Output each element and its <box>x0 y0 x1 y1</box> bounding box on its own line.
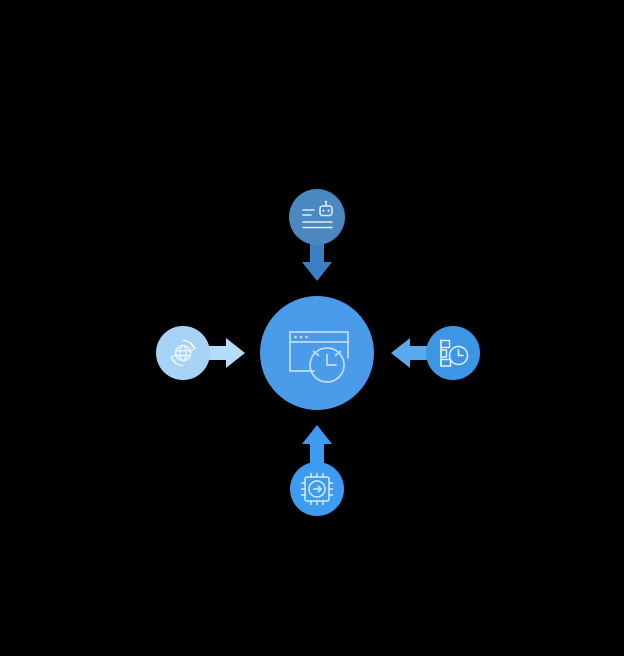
document-bot-icon <box>302 200 333 229</box>
right-node[interactable] <box>426 326 480 380</box>
arrow-up <box>302 425 332 474</box>
left-node[interactable] <box>156 326 210 380</box>
browser-window-clock-icon <box>289 331 349 383</box>
arrow-left <box>391 338 440 368</box>
top-node[interactable] <box>289 189 345 245</box>
central-node[interactable] <box>260 296 374 410</box>
bar-chart-clock-icon <box>440 339 469 367</box>
arrow-down <box>302 232 332 281</box>
chip-arrow-icon <box>300 472 334 506</box>
globe-refresh-icon <box>170 339 196 367</box>
arrow-right <box>196 338 245 368</box>
bottom-node[interactable] <box>290 462 344 516</box>
